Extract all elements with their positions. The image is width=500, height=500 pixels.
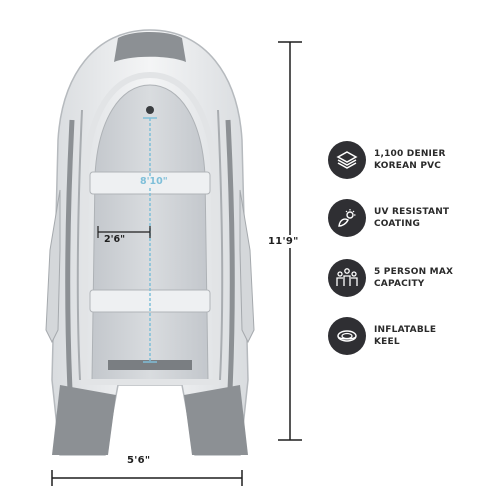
- sun-leaf-icon: [328, 199, 366, 237]
- transom: [108, 360, 192, 370]
- oar-right: [239, 189, 255, 344]
- width-label: 5'6": [127, 455, 151, 466]
- stern-cone-left: [52, 385, 116, 455]
- feature-text: UV RESISTANT COATING: [374, 207, 450, 229]
- rope-left: [76, 109, 83, 381]
- feature-text: 5 PERSON MAX CAPACITY: [374, 267, 454, 289]
- bow-cap: [114, 32, 186, 62]
- feature-keel: INFLATABLE KEEL: [328, 316, 498, 356]
- oar-left: [45, 189, 61, 344]
- stern-cone-right: [184, 385, 248, 455]
- feature-uv: UV RESISTANT COATING: [328, 198, 498, 238]
- feature-pvc: 1,100 DENIER KOREAN PVC: [328, 140, 498, 180]
- rope-right: [217, 109, 224, 381]
- feature-text: 1,100 DENIER KOREAN PVC: [374, 149, 446, 171]
- rub-strake-right: [225, 119, 235, 391]
- floor-width-label: 2'6": [104, 234, 126, 245]
- inner-rim: [80, 71, 220, 385]
- bow-eye: [146, 106, 154, 114]
- people-icon: [328, 259, 366, 297]
- feature-text: INFLATABLE KEEL: [374, 325, 437, 347]
- floor-length-label: 8'10": [138, 176, 170, 187]
- keel-icon: [328, 317, 366, 355]
- feature-capacity: 5 PERSON MAX CAPACITY: [328, 258, 498, 298]
- length-label: 11'9": [268, 235, 299, 248]
- layers-icon: [328, 141, 366, 179]
- rub-strake-left: [65, 119, 75, 391]
